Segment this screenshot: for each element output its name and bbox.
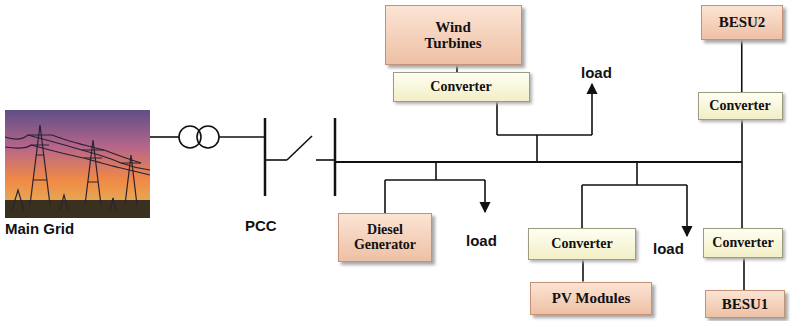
source-box: Diesel Generator	[338, 213, 432, 262]
converter-box: Converter	[698, 92, 783, 120]
connector-line	[741, 40, 743, 93]
text-label: load	[581, 64, 612, 81]
text-label: Main Grid	[5, 220, 74, 237]
source-box: PV Modules	[530, 282, 652, 315]
converter-box: Converter	[393, 72, 530, 102]
storage-box: BESU1	[705, 290, 785, 318]
converter-box: Converter	[528, 228, 636, 260]
node-label: Converter	[551, 236, 612, 251]
node-label: Converter	[712, 235, 773, 250]
connector-line	[456, 65, 458, 72]
storage-box: BESU2	[701, 5, 783, 40]
source-box: Wind Turbines	[385, 5, 522, 65]
node-label: Converter	[430, 79, 491, 94]
node-label: PV Modules	[552, 290, 630, 307]
text-label: load	[653, 240, 684, 257]
connector-line	[582, 260, 584, 282]
pcc-and-switch	[265, 118, 335, 196]
node-label: Converter	[709, 98, 770, 113]
transformer-symbol	[150, 126, 265, 148]
node-label: Wind Turbines	[411, 19, 496, 52]
text-label: PCC	[245, 217, 277, 234]
node-label: Diesel Generator	[345, 222, 425, 253]
connector-line	[743, 258, 745, 290]
node-label: BESU2	[719, 14, 766, 31]
main-grid-picture	[5, 110, 150, 218]
converter-box: Converter	[703, 228, 783, 258]
node-label: BESU1	[722, 296, 769, 313]
text-label: load	[466, 232, 497, 249]
